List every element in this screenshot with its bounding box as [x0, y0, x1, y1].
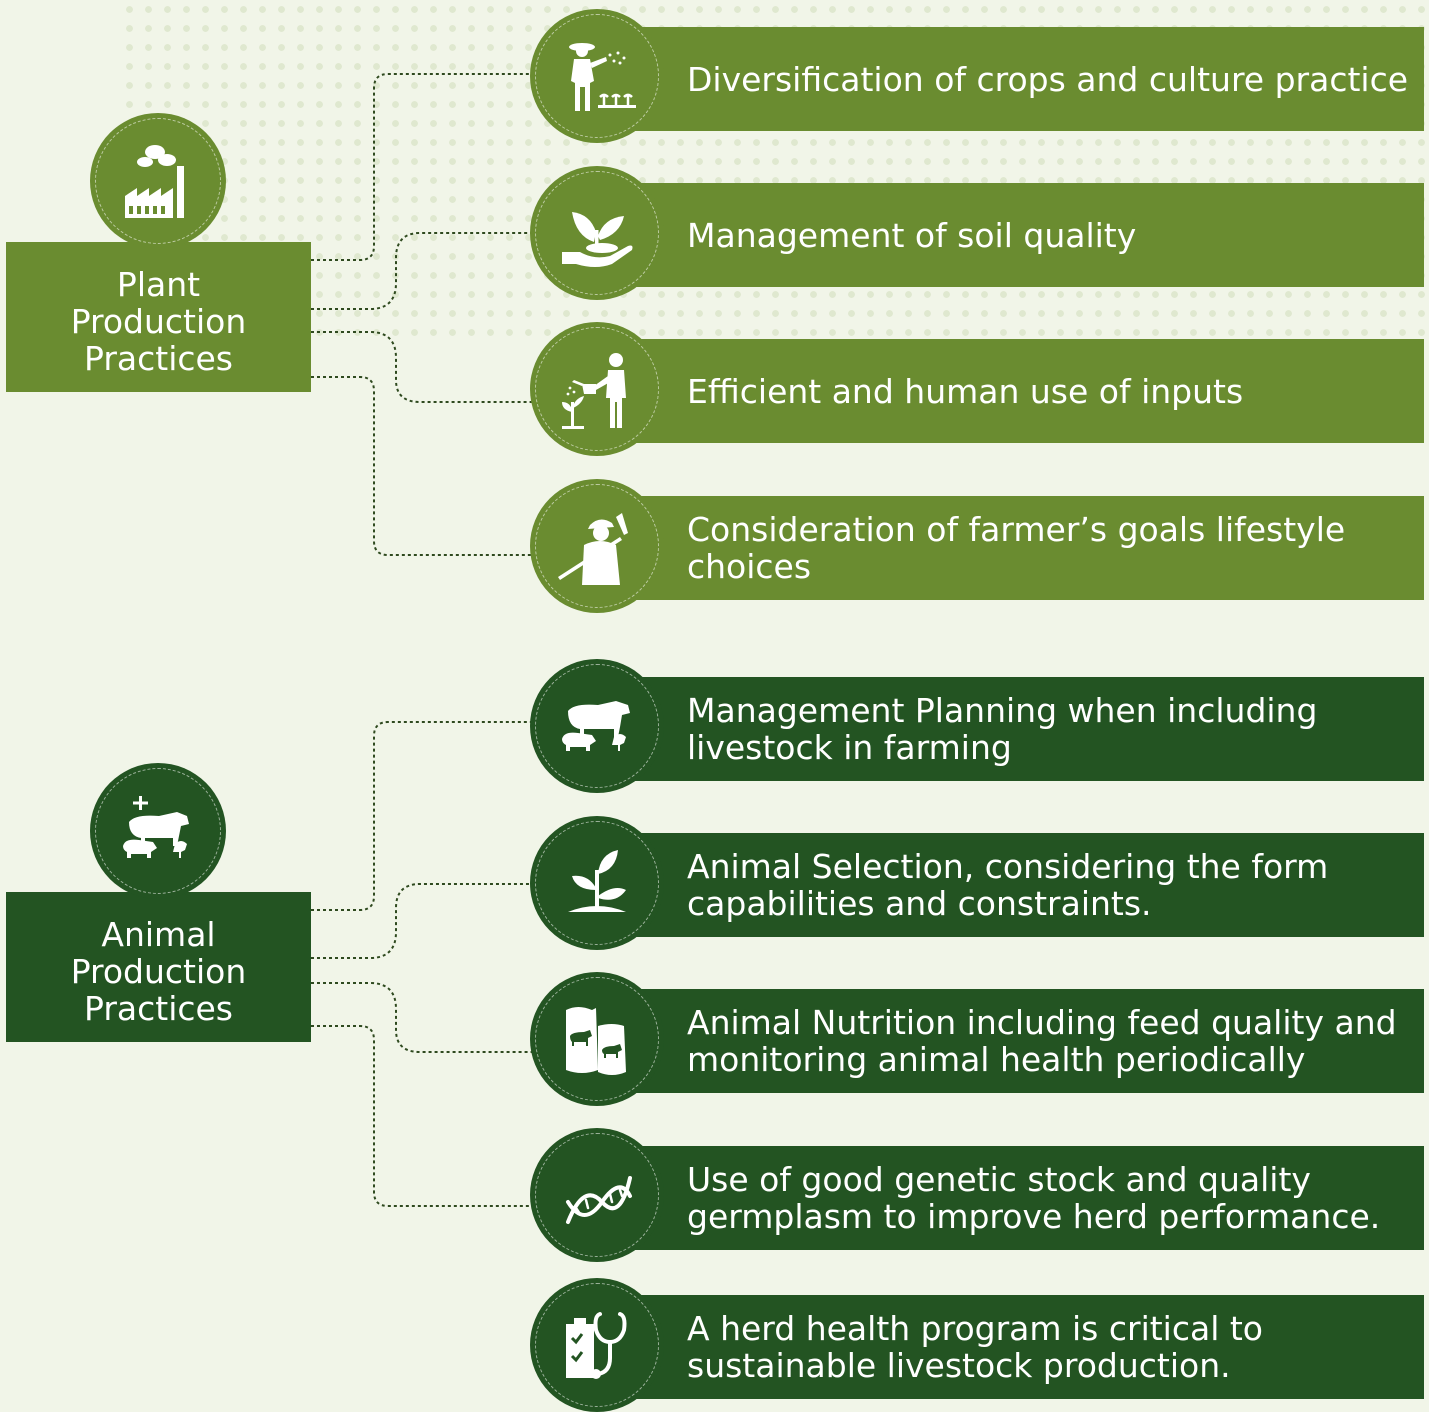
- plant-item-1: Diversification of crops and culture pra…: [600, 27, 1424, 131]
- animal-item-4-text: Use of good genetic stock and quality ge…: [687, 1160, 1381, 1236]
- animal-production-label: Animal Production Practices: [70, 914, 247, 1028]
- animal-item-5-badge: [530, 1278, 664, 1412]
- plant-item-3-text: Efficient and human use of inputs: [687, 371, 1244, 411]
- plant-category-badge: [90, 113, 226, 249]
- animal-item-2-badge: [530, 816, 664, 950]
- plant-item-3-badge: [530, 322, 664, 456]
- animal-item-5: A herd health program is critical to sus…: [600, 1295, 1424, 1399]
- connector-plant-4: [311, 376, 540, 556]
- animal-category-badge: [90, 763, 226, 899]
- plant-item-4-text: Consideration of farmer’s goals lifestyl…: [687, 510, 1346, 586]
- animal-item-1-badge: [530, 659, 664, 793]
- animal-production-label-box: Animal Production Practices: [6, 892, 311, 1042]
- plant-item-4: Consideration of farmer’s goals lifestyl…: [600, 496, 1424, 600]
- plant-item-3: Efficient and human use of inputs: [600, 339, 1424, 443]
- plant-item-2-text: Management of soil quality: [687, 215, 1137, 255]
- connector-animal-3: [311, 982, 540, 1053]
- connector-animal-1: [311, 721, 540, 911]
- animal-item-2: Animal Selection, considering the form c…: [600, 833, 1424, 937]
- animal-item-1-text: Management Planning when including lives…: [687, 691, 1318, 767]
- plant-item-1-badge: [530, 9, 664, 143]
- animal-item-3-text: Animal Nutrition including feed quality …: [687, 1003, 1397, 1079]
- plant-item-2-badge: [530, 166, 664, 300]
- animal-item-4-badge: [530, 1128, 664, 1262]
- plant-production-label: Plant Production Practices: [70, 264, 247, 378]
- animal-item-3: Animal Nutrition including feed quality …: [600, 989, 1424, 1093]
- plant-item-1-text: Diversification of crops and culture pra…: [687, 59, 1409, 99]
- connector-animal-2: [311, 883, 540, 959]
- animal-item-2-text: Animal Selection, considering the form c…: [687, 847, 1329, 923]
- animal-item-5-text: A herd health program is critical to sus…: [687, 1309, 1264, 1385]
- animal-item-4: Use of good genetic stock and quality ge…: [600, 1146, 1424, 1250]
- plant-item-4-badge: [530, 479, 664, 613]
- animal-item-3-badge: [530, 972, 664, 1106]
- connector-animal-4: [311, 1025, 540, 1207]
- connector-plant-2: [311, 232, 540, 310]
- animal-item-1: Management Planning when including lives…: [600, 677, 1424, 781]
- plant-item-2: Management of soil quality: [600, 183, 1424, 287]
- plant-production-label-box: Plant Production Practices: [6, 242, 311, 392]
- connector-plant-3: [311, 331, 540, 403]
- connector-plant-1: [311, 73, 540, 261]
